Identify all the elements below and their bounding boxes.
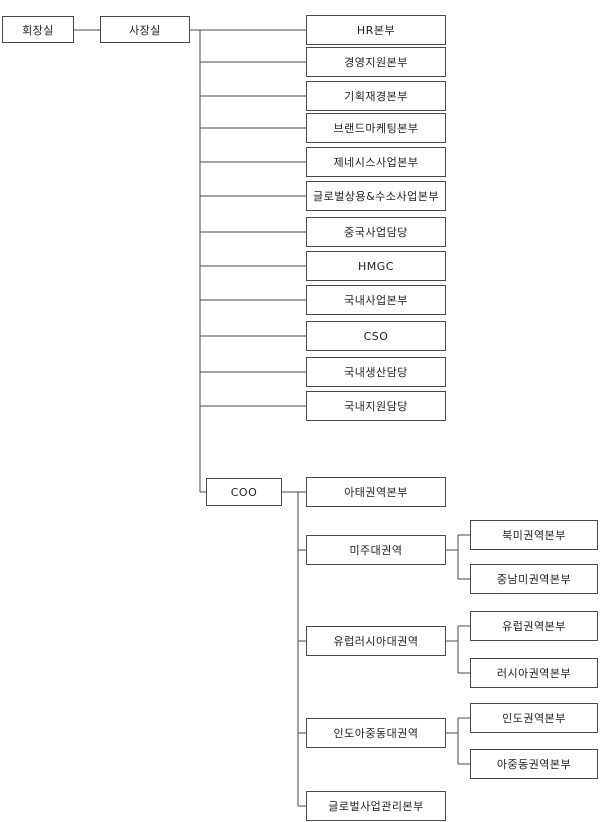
coo-box: COO — [206, 478, 282, 506]
division-box-cso: CSO — [306, 321, 446, 351]
coo-division-box-americas: 미주대권역 — [306, 535, 446, 565]
division-box-global-commercial-hydrogen: 글로벌상용&수소사업본부 — [306, 181, 446, 211]
sub-division-box-india: 인도권역본부 — [470, 703, 598, 733]
division-box-domestic-support: 국내지원담당 — [306, 391, 446, 421]
division-box-domestic-business: 국내사업본부 — [306, 285, 446, 315]
sub-division-box-russia: 러시아권역본부 — [470, 658, 598, 688]
division-box-hr: HR본부 — [306, 15, 446, 45]
division-box-genesis: 제네시스사업본부 — [306, 147, 446, 177]
sub-division-box-europe: 유럽권역본부 — [470, 611, 598, 641]
sub-division-box-north-america: 북미권역본부 — [470, 520, 598, 550]
division-box-planning-finance: 기획재경본부 — [306, 81, 446, 111]
division-box-hmgc: HMGC — [306, 251, 446, 281]
sub-division-box-central-south-america: 중남미권역본부 — [470, 564, 598, 594]
coo-division-box-global-business-management: 글로벌사업관리본부 — [306, 791, 446, 821]
chairman-office-box: 회장실 — [2, 16, 74, 43]
president-office-box: 사장실 — [100, 16, 190, 43]
division-box-domestic-production: 국내생산담당 — [306, 357, 446, 387]
sub-division-box-africa-mideast: 아중동권역본부 — [470, 749, 598, 779]
division-box-management-support: 경영지원본부 — [306, 47, 446, 77]
division-box-china: 중국사업담당 — [306, 217, 446, 247]
coo-division-box-europe-russia: 유럽러시아대권역 — [306, 626, 446, 656]
coo-division-box-asia-pacific: 아태권역본부 — [306, 477, 446, 507]
division-box-brand-marketing: 브랜드마케팅본부 — [306, 113, 446, 143]
coo-division-box-india-mideast: 인도아중동대권역 — [306, 718, 446, 748]
